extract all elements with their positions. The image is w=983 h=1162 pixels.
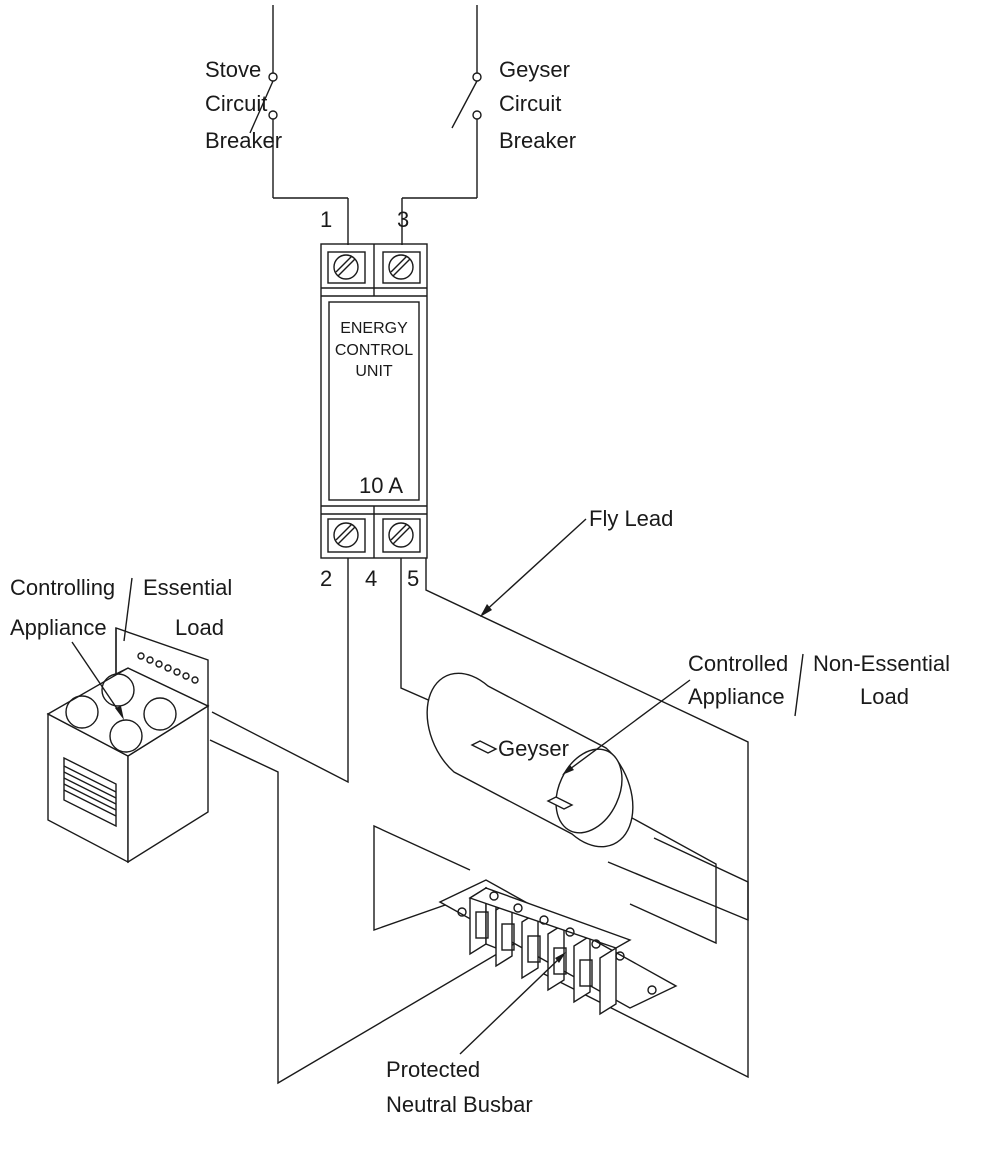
- geyser-circuit-breaker: [401, 5, 482, 245]
- fly-lead-text: Fly Lead: [589, 506, 673, 531]
- stove-breaker-label-line1: Stove: [205, 57, 261, 82]
- terminal-1-label: 1: [320, 207, 332, 232]
- lower-right-wire: [543, 837, 749, 1079]
- essential-right-line2: Load: [175, 615, 224, 640]
- busbar-label-line1: Protected: [386, 1057, 480, 1082]
- geyser-label: Geyser: [498, 736, 569, 761]
- stove-icon: [46, 627, 210, 864]
- essential-leader: [71, 641, 123, 717]
- geyser-text: Geyser: [498, 736, 569, 761]
- stove-breaker-label-line3: Breaker: [205, 128, 282, 153]
- stove-breaker-label: Stove Circuit Breaker: [205, 57, 282, 153]
- stove-circuit-breaker: [249, 5, 349, 245]
- geyser-return-wire: [591, 795, 717, 945]
- fly-lead-wire: [425, 558, 749, 922]
- unit-title-line3: UNIT: [355, 363, 393, 380]
- busbar-loop-wire: [373, 824, 489, 931]
- non-essential-leader: [565, 679, 691, 773]
- terminal-3-label: 3: [397, 207, 409, 232]
- unit-title-line1: ENERGY: [340, 320, 408, 337]
- unit-title-line2: CONTROL: [335, 342, 413, 359]
- fly-lead-arrow: [480, 604, 492, 617]
- non-essential-left-line1: Controlled: [688, 651, 788, 676]
- wire-terminal-2: [211, 558, 349, 784]
- non-essential-left-line2: Appliance: [688, 684, 785, 709]
- essential-left-line2: Appliance: [10, 615, 107, 640]
- terminal-5-label: 5: [407, 566, 419, 591]
- terminal-2-label: 2: [320, 566, 332, 591]
- non-essential-right-line2: Load: [860, 684, 909, 709]
- essential-right-line1: Essential: [143, 575, 232, 600]
- terminal-4-label: 4: [365, 566, 377, 591]
- unit-rating: 10 A: [359, 473, 403, 498]
- busbar-label: Protected Neutral Busbar: [386, 952, 566, 1117]
- non-essential-right-line1: Non-Essential: [813, 651, 950, 676]
- fly-lead-leader: [481, 518, 587, 615]
- geyser-breaker-label-line2: Circuit: [499, 91, 561, 116]
- essential-left-line1: Controlling: [10, 575, 115, 600]
- non-essential-load-label: Controlled Appliance Non-Essential Load: [562, 651, 950, 775]
- geyser-breaker-label-line3: Breaker: [499, 128, 576, 153]
- stove-neutral-wire: [209, 739, 549, 1085]
- busbar-leader: [459, 955, 563, 1055]
- busbar-label-line2: Neutral Busbar: [386, 1092, 533, 1117]
- geyser-breaker-label: Geyser Circuit Breaker: [499, 57, 576, 153]
- fly-lead-label: Fly Lead: [480, 506, 673, 617]
- geyser-breaker-label-line1: Geyser: [499, 57, 570, 82]
- energy-control-unit: ENERGY CONTROL UNIT 10 A: [320, 243, 428, 559]
- stove-breaker-label-line2: Circuit: [205, 91, 267, 116]
- essential-load-label: Controlling Appliance Essential Load: [10, 575, 232, 720]
- neutral-busbar-icon: [438, 879, 678, 1016]
